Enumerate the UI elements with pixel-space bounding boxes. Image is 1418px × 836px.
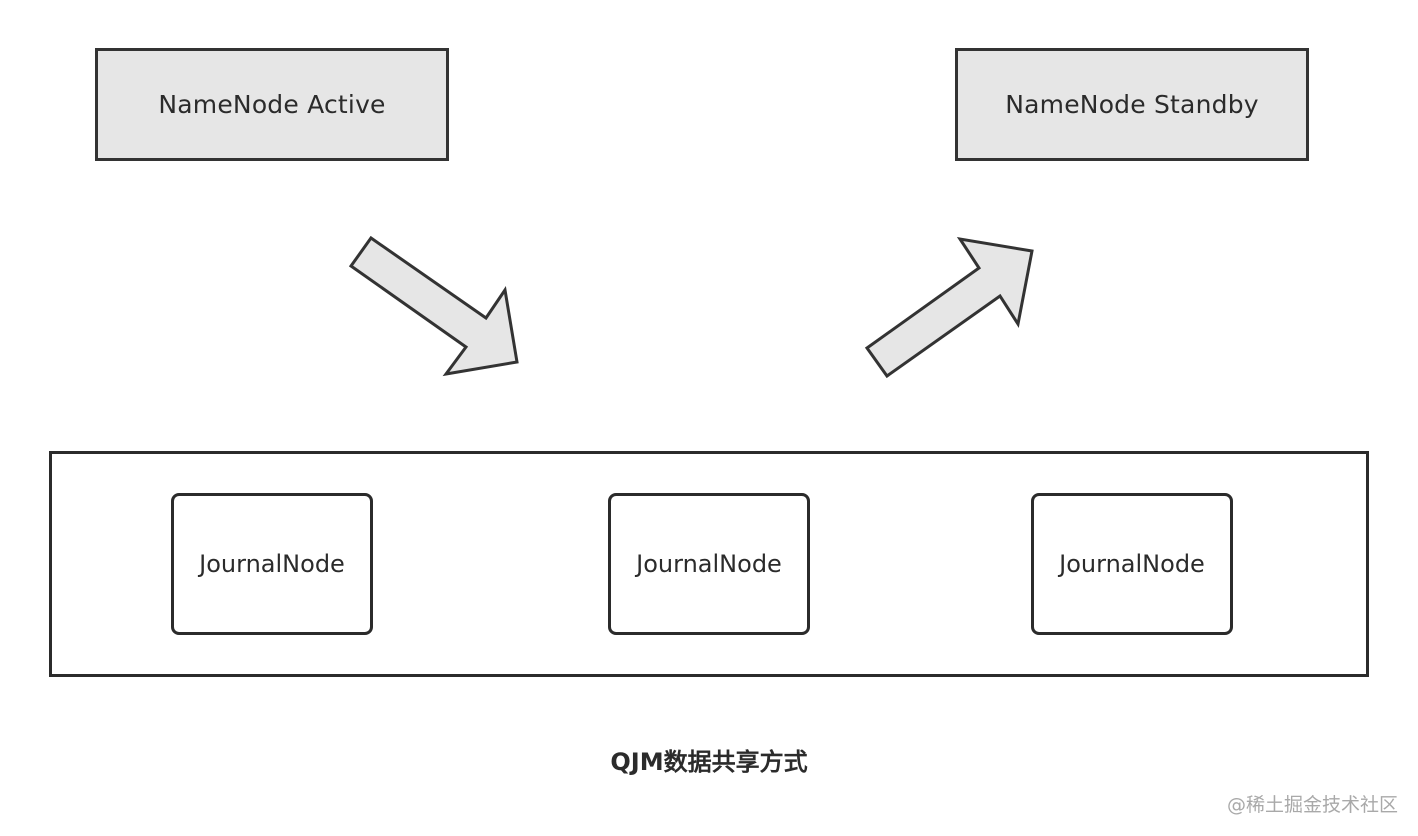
namenode-standby-label: NameNode Standby — [1005, 90, 1259, 119]
arrow-down-right-icon — [348, 235, 519, 377]
arrow-up-right-icon — [864, 236, 1034, 379]
namenode-active-box: NameNode Active — [95, 48, 449, 161]
namenode-standby-box: NameNode Standby — [955, 48, 1309, 161]
journalnode-box: JournalNode — [608, 493, 810, 635]
journalnode-box: JournalNode — [1031, 493, 1233, 635]
watermark: @稀土掘金技术社区 — [1226, 794, 1398, 816]
journalnode-label: JournalNode — [199, 550, 345, 578]
journalnode-box: JournalNode — [171, 493, 373, 635]
namenode-active-label: NameNode Active — [158, 90, 386, 119]
diagram-caption: QJM数据共享方式 — [610, 748, 808, 776]
journalnode-label: JournalNode — [1059, 550, 1205, 578]
journalnode-label: JournalNode — [636, 550, 782, 578]
